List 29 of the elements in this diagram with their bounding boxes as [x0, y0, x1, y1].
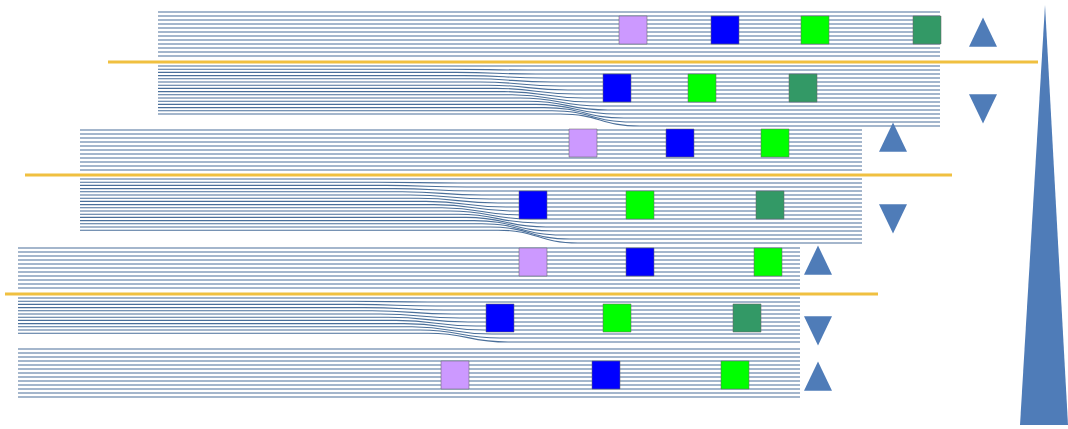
color-square: [710, 15, 740, 45]
color-square: [440, 360, 470, 390]
color-square: [760, 128, 790, 158]
color-square: [568, 128, 598, 158]
color-square: [753, 247, 783, 277]
color-square: [755, 190, 785, 220]
color-square: [800, 15, 830, 45]
up-triangle: [879, 122, 907, 152]
color-square: [732, 303, 762, 333]
color-square: [602, 73, 632, 103]
up-triangle: [804, 361, 832, 391]
color-square: [625, 190, 655, 220]
color-square: [665, 128, 695, 158]
color-square: [591, 360, 621, 390]
color-square: [602, 303, 632, 333]
color-square: [912, 15, 942, 45]
up-triangle: [804, 245, 832, 275]
down-triangle: [969, 94, 997, 124]
color-square: [618, 15, 648, 45]
down-triangle: [879, 204, 907, 234]
color-square: [788, 73, 818, 103]
up-triangle: [969, 17, 997, 47]
color-square: [485, 303, 515, 333]
color-square: [518, 190, 548, 220]
color-square: [687, 73, 717, 103]
color-square: [720, 360, 750, 390]
down-triangle: [804, 316, 832, 346]
color-square: [625, 247, 655, 277]
color-square: [518, 247, 548, 277]
